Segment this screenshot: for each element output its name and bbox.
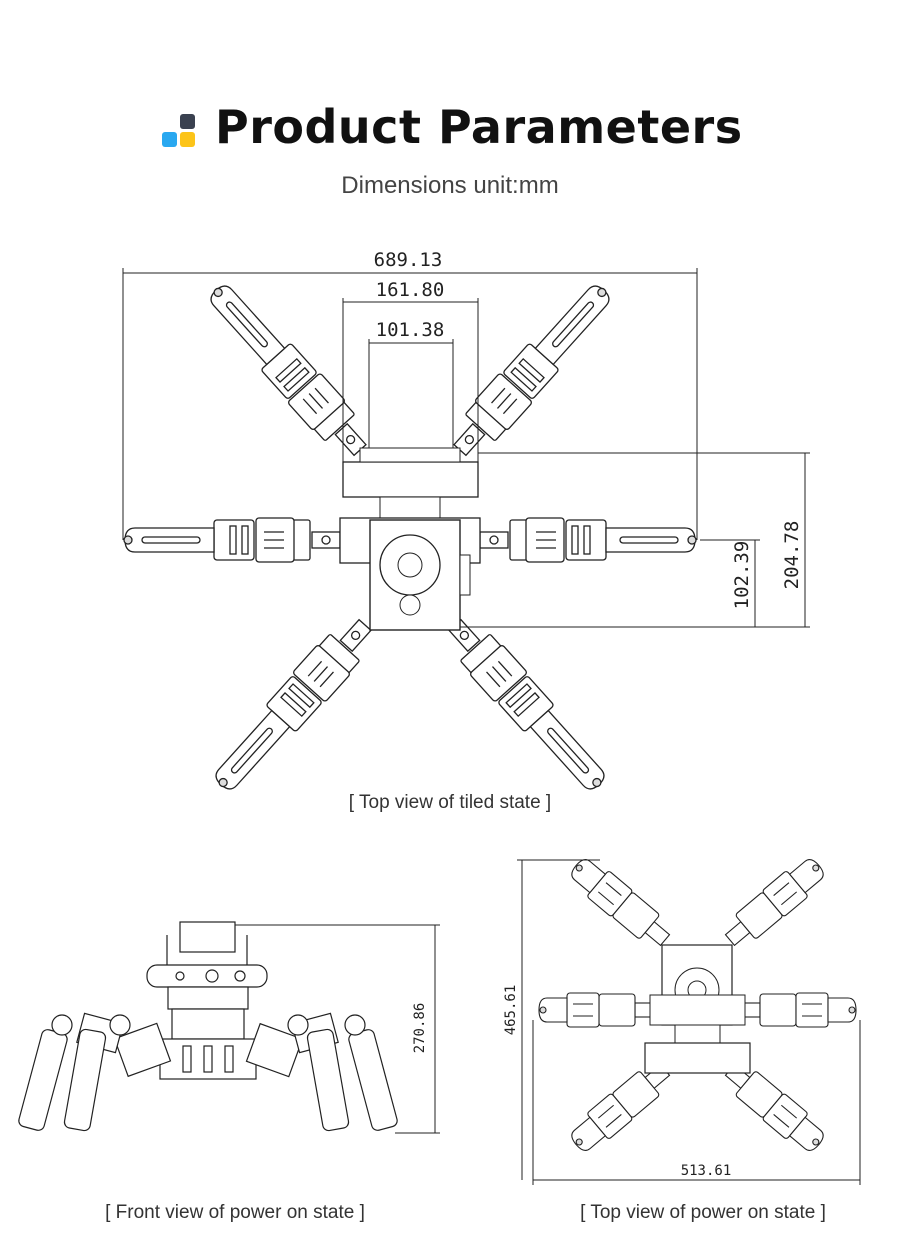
caption-top-view-tiled: [ Top view of tiled state ] [348,792,552,813]
dim-powered-height: 465.61 [503,985,519,1036]
top-view-tiled-drawing [123,274,697,801]
dim-top-bar-width: 161.80 [376,279,445,301]
top-view-powered-drawing [538,851,857,1159]
page-subtitle: Dimensions unit:mm [341,172,559,199]
front-view-powered-drawing [18,921,398,1132]
dim-total-depth: 204.78 [781,521,803,590]
dim-powered-width: 513.61 [681,1163,732,1179]
top-view-tiled-dimensions [122,268,810,628]
brand-logo-icon [162,114,196,150]
dim-front-height: 270.86 [412,1003,428,1054]
caption-front-view-powered: [ Front view of power on state ] [105,1202,365,1223]
dim-half-depth: 102.39 [731,541,753,610]
dim-inner-width: 101.38 [376,319,445,341]
dim-overall-width: 689.13 [374,249,443,271]
page-title: Product Parameters [215,100,743,154]
caption-top-view-powered: [ Top view of power on state ] [580,1202,826,1223]
